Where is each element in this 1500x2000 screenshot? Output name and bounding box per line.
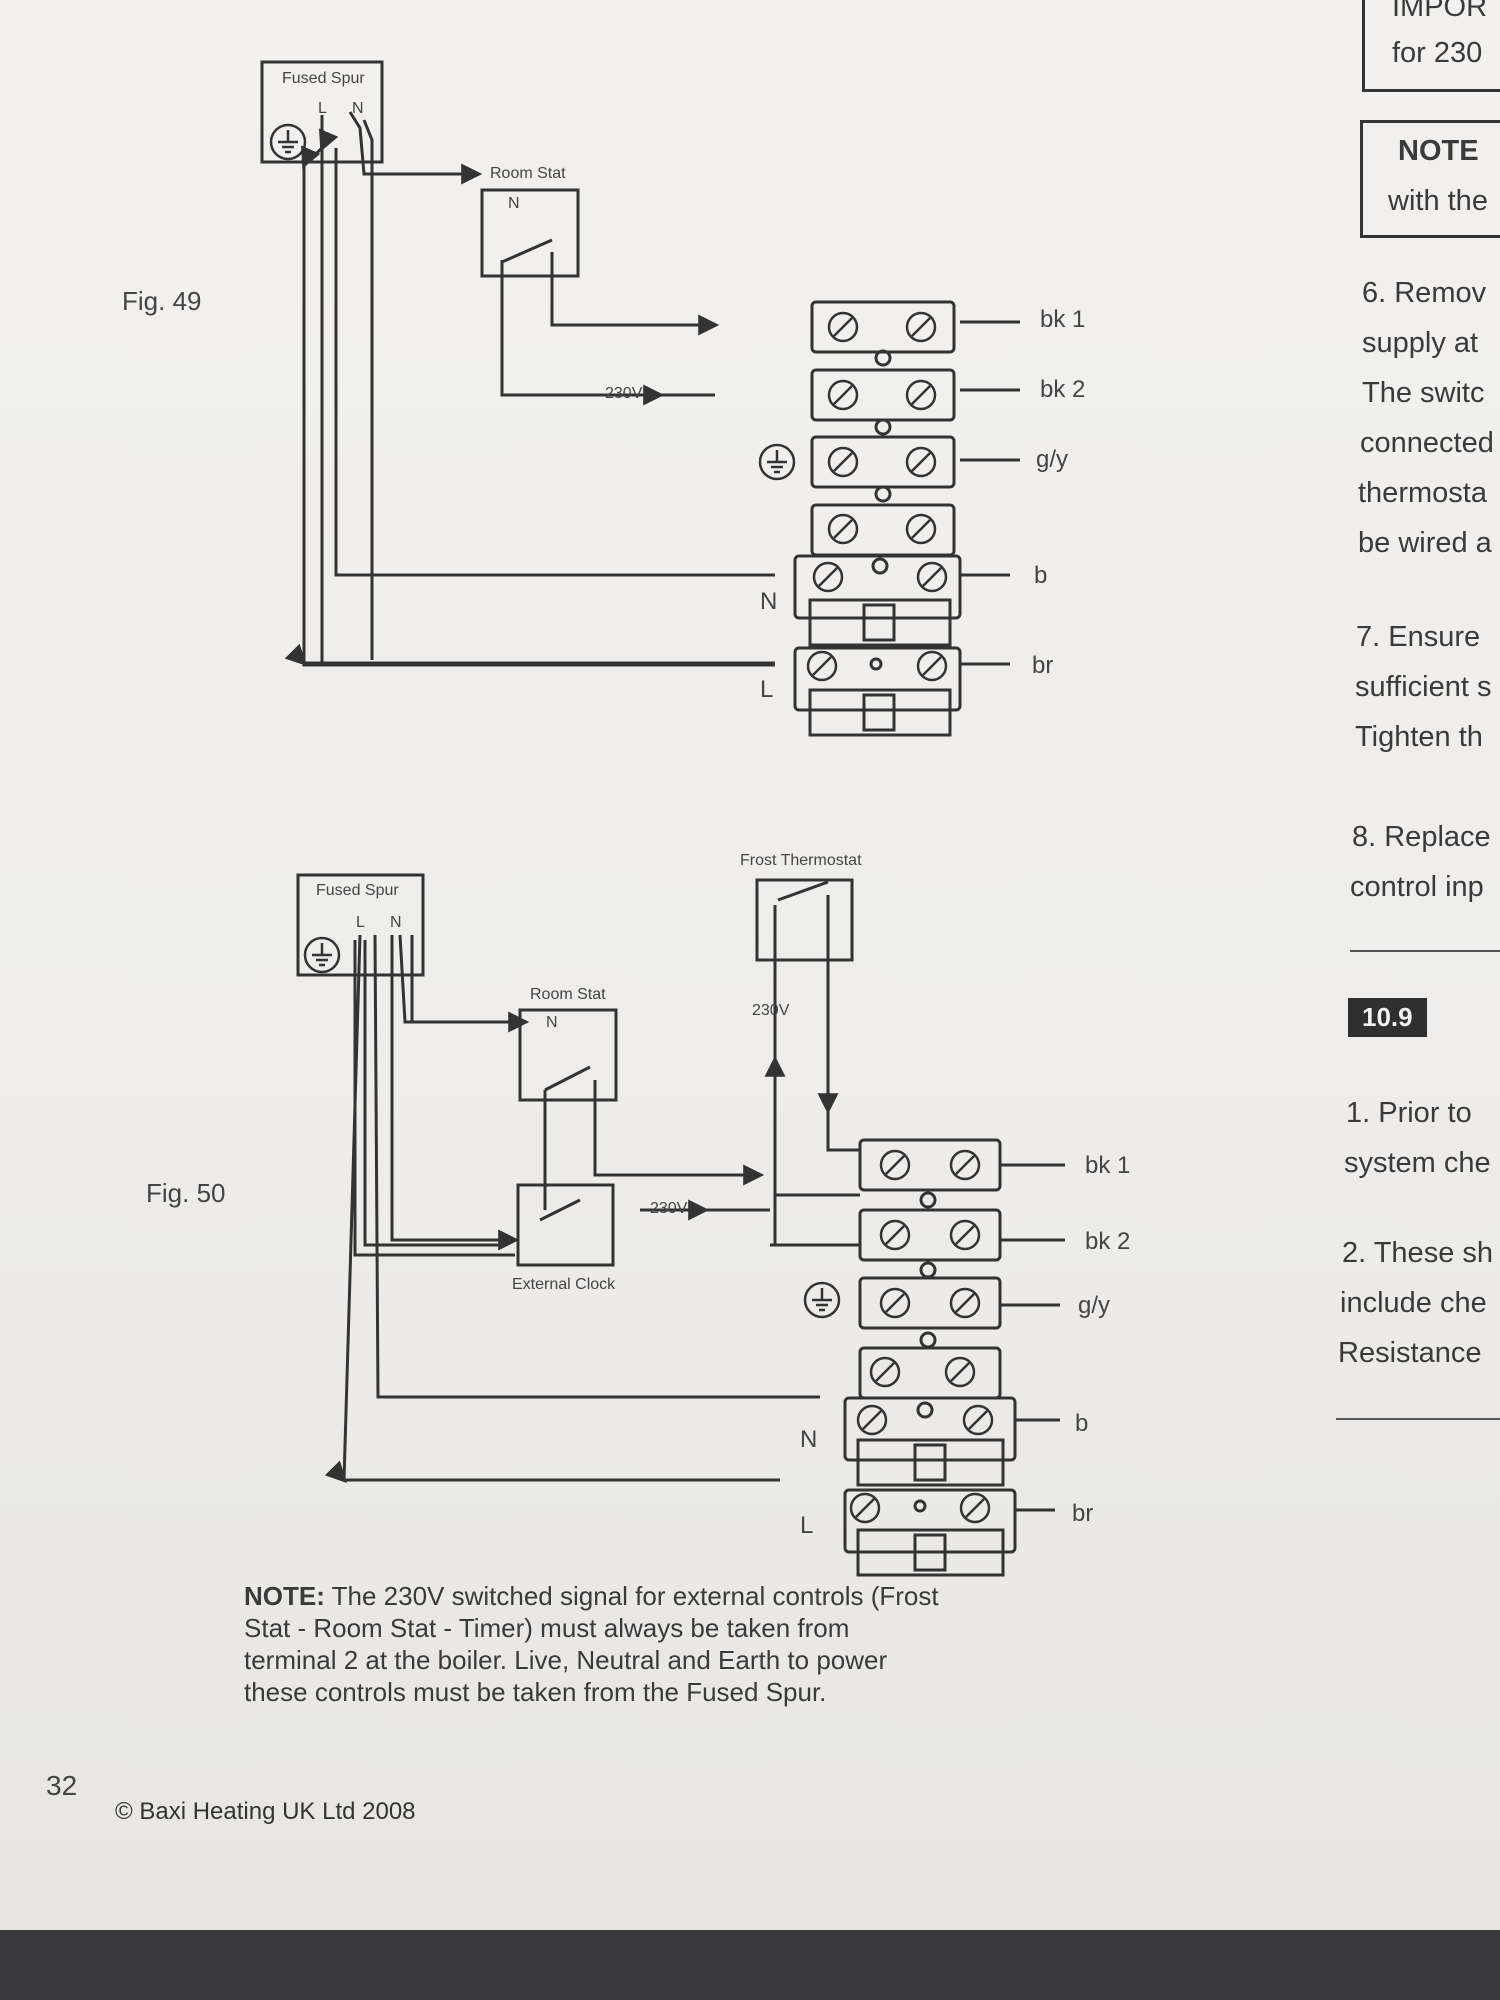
terminal-l-label-50: L bbox=[800, 1512, 814, 1539]
important-line-1: IMPOR bbox=[1392, 0, 1488, 23]
note-box-line-2: with the bbox=[1388, 185, 1488, 217]
section-divider-2 bbox=[1336, 1418, 1500, 1420]
copyright: © Baxi Heating UK Ltd 2008 bbox=[115, 1798, 416, 1825]
wire-bk1-label: bk 1 bbox=[1040, 306, 1086, 333]
spur-n-label-50: N bbox=[390, 914, 402, 931]
wire-b-label: b bbox=[1034, 562, 1048, 589]
fused-spur-label: Fused Spur bbox=[282, 70, 365, 87]
voltage-label: 230V bbox=[605, 385, 643, 402]
background-floor bbox=[0, 1930, 1500, 2000]
wire-bk1-label-50: bk 1 bbox=[1085, 1152, 1131, 1179]
wire-gy-label-50: g/y bbox=[1078, 1292, 1111, 1319]
external-clock-box bbox=[516, 1183, 615, 1267]
sec-step-2-line-1: 2. These sh bbox=[1342, 1237, 1494, 1269]
clock-voltage-label: 230V bbox=[650, 1200, 688, 1217]
spur-n-label: N bbox=[352, 100, 364, 117]
wire-br-label: br bbox=[1032, 652, 1054, 679]
wiring-diagrams bbox=[260, 60, 1065, 1577]
wire-br-label-50: br bbox=[1072, 1500, 1094, 1527]
note-box-line-1: NOTE bbox=[1398, 135, 1479, 167]
figure-49-diagram bbox=[260, 60, 1020, 737]
wire-bk2-label-50: bk 2 bbox=[1085, 1228, 1131, 1255]
figure-50-label: Fig. 50 bbox=[146, 1178, 226, 1208]
important-box bbox=[1362, 0, 1500, 92]
sec-step-1-line-2: system che bbox=[1344, 1147, 1491, 1179]
earth-terminal-icon-50 bbox=[803, 1281, 841, 1319]
step-8-line-1: 8. Replace bbox=[1352, 821, 1491, 853]
fused-spur-label-50: Fused Spur bbox=[316, 882, 399, 899]
earth-icon bbox=[269, 123, 307, 161]
step-6-line-6: be wired a bbox=[1358, 527, 1492, 559]
sec-step-2-line-3: Resistance bbox=[1338, 1337, 1482, 1369]
wire-gy-label: g/y bbox=[1036, 446, 1069, 473]
frost-thermostat-box bbox=[755, 878, 854, 962]
spur-l-label-50: L bbox=[356, 914, 365, 931]
earth-terminal-icon bbox=[758, 443, 796, 481]
room-stat-n-label-50: N bbox=[546, 1014, 558, 1031]
step-6-line-4: connected bbox=[1360, 427, 1494, 459]
section-badge: 10.9 bbox=[1348, 998, 1427, 1037]
step-6-line-3: The switc bbox=[1362, 377, 1485, 409]
terminal-n-label: N bbox=[760, 588, 778, 615]
room-stat-label-50: Room Stat bbox=[530, 986, 606, 1003]
figure-50-diagram bbox=[296, 873, 1065, 1577]
step-6-line-5: thermosta bbox=[1358, 477, 1487, 509]
room-stat-label: Room Stat bbox=[490, 165, 566, 182]
important-line-2: for 230 bbox=[1392, 37, 1483, 69]
step-8-line-2: control inp bbox=[1350, 871, 1484, 903]
step-7-line-3: Tighten th bbox=[1355, 721, 1483, 753]
page-number: 32 bbox=[46, 1770, 78, 1801]
room-stat-box-50 bbox=[518, 1008, 618, 1102]
wire-bk2-label: bk 2 bbox=[1040, 376, 1086, 403]
note-text: The 230V switched signal for external co… bbox=[244, 1581, 939, 1707]
room-stat-n-label: N bbox=[508, 195, 520, 212]
step-7-line-1: 7. Ensure bbox=[1356, 621, 1481, 653]
note-paragraph: NOTE: The 230V switched signal for exter… bbox=[244, 1580, 944, 1708]
spur-l-label: L bbox=[318, 100, 327, 117]
room-stat-box bbox=[480, 188, 580, 278]
frost-thermostat-label: Frost Thermostat bbox=[740, 852, 862, 869]
step-7-line-2: sufficient s bbox=[1355, 671, 1492, 703]
manual-page bbox=[0, 0, 1500, 1930]
step-6-line-2: supply at bbox=[1362, 327, 1479, 359]
terminal-n-label-50: N bbox=[800, 1426, 818, 1453]
external-clock-label: External Clock bbox=[512, 1276, 616, 1293]
earth-icon-50 bbox=[303, 936, 341, 974]
fused-spur-box-50 bbox=[296, 873, 425, 977]
note-label: NOTE: bbox=[244, 1581, 325, 1611]
sec-step-1-line-1: 1. Prior to bbox=[1346, 1097, 1472, 1129]
figure-49-label: Fig. 49 bbox=[122, 286, 202, 316]
note-box bbox=[1360, 120, 1500, 238]
section-divider-1 bbox=[1350, 950, 1500, 952]
wire-b-label-50: b bbox=[1075, 1410, 1089, 1437]
terminal-l-label: L bbox=[760, 676, 774, 703]
frost-voltage-label: 230V bbox=[752, 1002, 790, 1019]
terminal-block-50 bbox=[843, 1138, 1017, 1577]
terminal-block-49 bbox=[793, 300, 962, 737]
sec-step-2-line-2: include che bbox=[1340, 1287, 1487, 1319]
step-6-line-1: 6. Remov bbox=[1362, 277, 1487, 309]
